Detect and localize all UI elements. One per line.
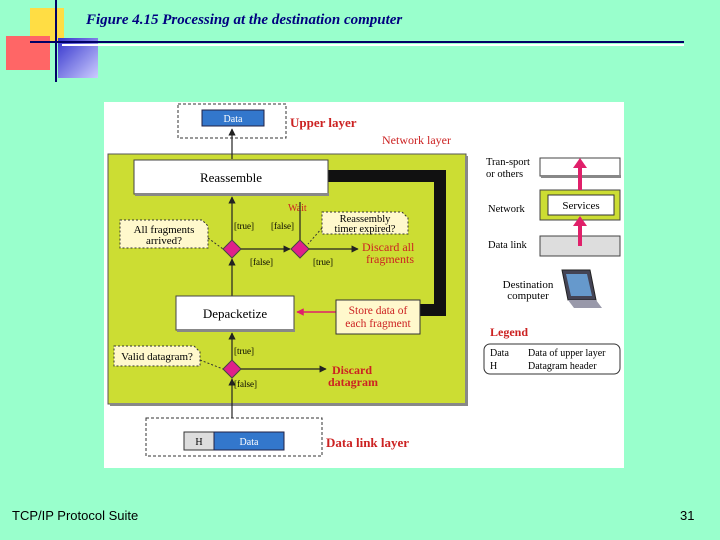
network-layer-label: Network layer — [382, 133, 451, 147]
title-rule-highlight — [62, 44, 684, 46]
legend-box — [483, 343, 621, 375]
note-timer-expired — [321, 211, 409, 235]
depacketize-label: Depacketize — [203, 306, 267, 321]
laptop-icon — [561, 269, 602, 308]
label-false-3: [false] — [234, 379, 257, 389]
legend-h-desc: Datagram header — [528, 361, 597, 372]
feedback-path — [328, 170, 446, 316]
data-link-label: Data link layer — [326, 435, 409, 450]
decision-diamond-fragments — [222, 239, 242, 259]
title-rule — [62, 41, 684, 43]
stack-services-box — [547, 194, 615, 216]
label-true-3: [true] — [234, 346, 254, 356]
dll-data — [213, 431, 285, 451]
reassemble-label: Reassemble — [200, 170, 262, 185]
note-all-fragments — [119, 219, 209, 249]
dll-header-label: H — [195, 437, 202, 448]
note-valid-datagram — [113, 345, 201, 367]
dll-data-label: Data — [240, 437, 259, 448]
deco-horizontal-line — [30, 41, 62, 43]
label-true-1: [true] — [234, 221, 254, 231]
footer-left: TCP/IP Protocol Suite — [12, 508, 139, 523]
valid-datagram-text: Valid datagram? — [121, 351, 193, 363]
stack-network-label: Network — [488, 204, 525, 215]
wait-label: Wait — [288, 203, 307, 214]
legend-h-key: H — [490, 361, 497, 372]
stack-datalink-label: Data link — [488, 240, 528, 251]
label-false-2: [false] — [250, 257, 273, 267]
decision-diamond-valid — [222, 359, 242, 379]
slide-title: Figure 4.15 Processing at the destinatio… — [86, 12, 403, 28]
legend-data-key: Data — [490, 348, 509, 359]
depacketize-box — [175, 295, 295, 331]
upper-layer-label: Upper layer — [290, 115, 357, 130]
page-number: 31 — [680, 508, 695, 523]
legend-data-desc: Data of upper layer — [528, 348, 606, 359]
upper-data-label: Data — [224, 114, 243, 125]
decision-diamond-timer — [290, 239, 310, 259]
label-false-1: [false] — [271, 221, 294, 231]
label-true-2: [true] — [313, 257, 333, 267]
reassemble-box — [133, 159, 329, 195]
destination-processing-figure: Data Upper layer Network layer Reassembl… — [104, 102, 624, 468]
diagram-svg: Data Upper layer Network layer Reassembl… — [107, 103, 621, 457]
upper-data-packet — [201, 109, 265, 127]
stack-services-label: Services — [562, 200, 599, 212]
store-data-box — [335, 299, 421, 335]
legend-title: Legend — [490, 325, 528, 339]
